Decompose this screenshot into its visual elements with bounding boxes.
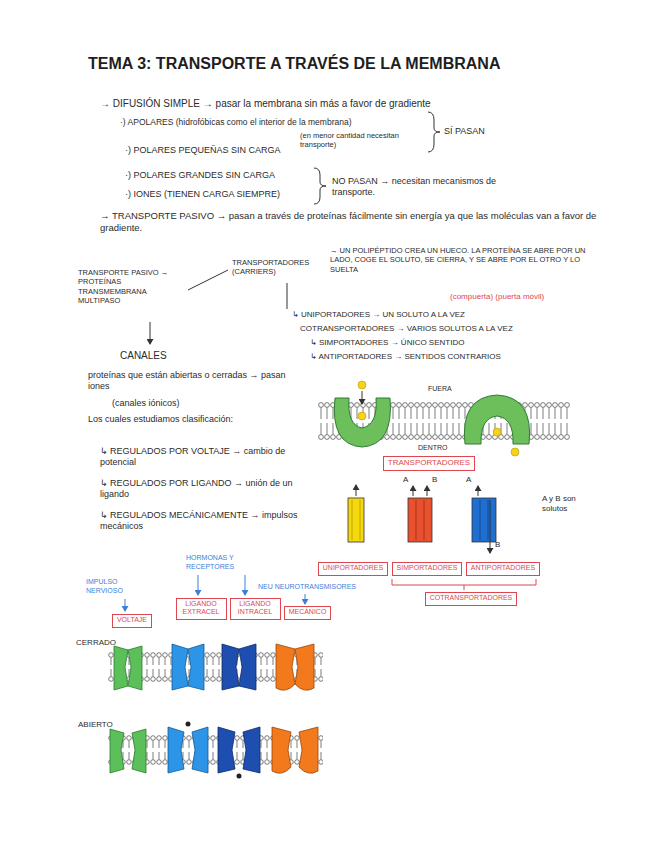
note-text: (compuerta) (puerta móvil) <box>450 292 544 302</box>
note-text: CANALES <box>120 350 167 363</box>
label-box: MECÁNICO <box>284 606 331 620</box>
note-text: ↳ REGULADOS MECÁNICAMENTE → impulsos mec… <box>100 510 300 533</box>
note-text: ·) POLARES GRANDES SIN CARGA <box>125 170 275 181</box>
note-text: ↳ SIMPORTADORES → ÚNICO SENTIDO <box>310 338 464 348</box>
box-text: MECÁNICO <box>288 608 327 616</box>
note-text: B <box>495 540 500 550</box>
note-text: NEU NEUROTRANSMISORES <box>258 583 356 592</box>
note-text: ↳ UNIPORTADORES → UN SOLUTO A LA VEZ <box>292 310 465 320</box>
label-box: SIMPORTADORES <box>392 562 462 576</box>
label-box: LIGANDO EXTRACEL <box>176 598 227 620</box>
note-text: → DIFUSIÓN SIMPLE → pasar la membrana si… <box>100 98 620 111</box>
box-text: TRANSPORTADORES <box>387 458 471 468</box>
note-text: A <box>466 475 471 485</box>
note-text: ↳ REGULADOS POR VOLTAJE → cambio de pote… <box>100 446 300 469</box>
label-box: TRANSPORTADORES <box>383 456 475 471</box>
note-text: ·) POLARES PEQUEÑAS SIN CARGA <box>125 145 281 156</box>
note-text: ↳ REGULADOS POR LIGANDO → unión de un li… <box>100 478 300 501</box>
note-text: B <box>432 475 437 485</box>
note-text: Los cuales estudiamos clasificación: <box>88 414 238 425</box>
note-text: SÍ PASAN <box>444 126 485 137</box>
note-text: TRANSPORTADORES (CARRIERS) <box>232 258 324 277</box>
note-text: (canales iónicos) <box>112 398 180 409</box>
note-text: → UN POLIPÉPTIDO CREA UN HUECO. LA PROTE… <box>330 246 600 274</box>
note-text: ·) IONES (TIENEN CARGA SIEMPRE) <box>125 189 280 200</box>
box-text: SIMPORTADORES <box>396 564 458 572</box>
page-title: TEMA 3: TRANSPORTE A TRAVÉS DE LA MEMBRA… <box>88 54 500 74</box>
note-text: COTRANSPORTADORES → VARIOS SOLUTOS A LA … <box>300 324 513 334</box>
note-text: NO PASAN → necesitan mecanismos de trans… <box>332 176 532 199</box>
note-text: DENTRO <box>418 444 448 453</box>
note-text: ·) APOLARES (hidrofóbicas como el interi… <box>120 117 351 128</box>
label-box: COTRANSPORTADORES <box>425 592 517 606</box>
box-text: ANTIPORTADORES <box>470 564 536 572</box>
note-text: HORMONAS Y RECEPTORES <box>186 554 271 572</box>
note-text: ↳ ANTIPORTADORES → SENTIDOS CONTRARIOS <box>310 352 501 362</box>
box-text: UNIPORTADORES <box>322 564 384 572</box>
note-text: → TRANSPORTE PASIVO → pasan a través de … <box>100 210 620 234</box>
label-box: LIGANDO INTRACEL <box>230 598 281 620</box>
box-text: VOLTAJE <box>116 616 148 624</box>
note-text: IMPULSO NERVIOSO <box>86 578 146 596</box>
box-text: LIGANDO INTRACEL <box>234 600 276 617</box>
note-text: A y B son solutos <box>542 494 598 514</box>
note-text: FUERA <box>428 385 452 394</box>
box-text: LIGANDO EXTRACEL <box>180 600 222 617</box>
note-text: TRANSPORTE PASIVO → PROTEÍNAS TRANSMEMBR… <box>78 268 186 306</box>
label-box: ANTIPORTADORES <box>466 562 540 576</box>
note-text: A <box>403 475 408 485</box>
box-text: COTRANSPORTADORES <box>429 594 513 602</box>
note-text: ABIERTO <box>78 720 113 730</box>
label-box: UNIPORTADORES <box>318 562 388 576</box>
note-text: CERRADO <box>76 638 116 648</box>
note-text: (en menor cantidad necesitan transporte) <box>300 131 425 150</box>
label-box: VOLTAJE <box>112 614 152 628</box>
note-text: proteínas que están abiertas o cerradas … <box>88 370 303 393</box>
